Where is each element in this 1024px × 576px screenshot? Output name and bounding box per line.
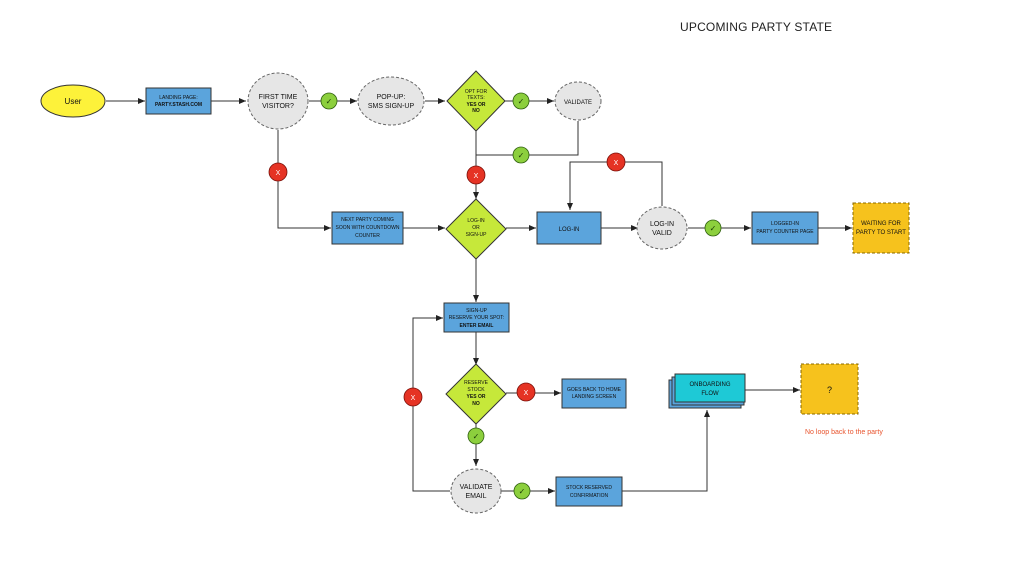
node-wait-line1: WAITING FOR: [861, 221, 901, 227]
yes-badge: ✓: [704, 219, 722, 237]
node-onboarding-flow: ONBOARDING FLOW: [668, 373, 746, 409]
node-next-party: NEXT PARTY COMING SOON WITH COUNTDOWN CO…: [331, 211, 404, 245]
node-ve-line1: VALIDATE: [460, 484, 493, 491]
node-los-line1: LOG-IN: [467, 218, 485, 224]
node-su-line2: RESERVE YOUR SPOT:: [449, 315, 504, 321]
node-signup: SIGN-UP RESERVE YOUR SPOT: ENTER EMAIL: [443, 302, 510, 333]
node-reserve-stock: RESERVE STOCK YES OR NO: [445, 363, 507, 425]
node-validate-email: VALIDATE EMAIL: [450, 468, 502, 514]
node-opt-for-texts: OPT FOR TEXTS: YES OR NO: [446, 70, 506, 132]
check-icon: ✓: [518, 97, 525, 106]
node-su-line1: SIGN-UP: [466, 308, 488, 314]
node-login: LOG-IN: [536, 211, 602, 245]
node-opt-line2: TEXTS:: [467, 95, 485, 101]
node-validate-label: VALIDATE: [564, 100, 592, 106]
node-opt-line3: YES OR: [467, 102, 486, 108]
yes-badge: ✓: [512, 92, 530, 110]
no-loop-note: No loop back to the party: [805, 429, 883, 436]
node-validate: VALIDATE: [554, 81, 602, 121]
node-stock-reserved: STOCK RESERVED CONFIRMATION: [555, 476, 623, 507]
node-opt-line1: OPT FOR: [465, 89, 488, 95]
node-login-valid: LOG-IN VALID: [636, 206, 688, 250]
node-waiting: WAITING FOR PARTY TO START: [852, 202, 910, 254]
node-login-label: LOG-IN: [559, 227, 580, 233]
edge-validate-back: [476, 121, 579, 156]
node-first-line2: VISITOR?: [262, 103, 294, 110]
check-icon: ✓: [518, 151, 525, 160]
node-question: ?: [800, 363, 859, 415]
node-rs-line2: STOCK: [467, 387, 485, 393]
node-landing-line1: LANDING PAGE:: [159, 95, 198, 101]
node-first-time-visitor: FIRST TIME VISITOR?: [247, 72, 309, 130]
node-popup-line2: SMS SIGN-UP: [368, 103, 415, 110]
node-lv-line2: VALID: [652, 230, 672, 237]
no-badge: X: [606, 152, 626, 172]
yes-badge: ✓: [320, 92, 338, 110]
edge-stock-onboarding: [622, 410, 710, 492]
x-icon: X: [474, 173, 479, 180]
node-lv-line1: LOG-IN: [650, 221, 674, 228]
diagram-title: UPCOMING PARTY STATE: [680, 20, 833, 34]
node-popup-line1: POP-UP:: [377, 94, 406, 101]
no-badge: X: [268, 162, 288, 182]
node-li-line2: PARTY COUNTER PAGE: [756, 229, 814, 235]
check-icon: ✓: [473, 432, 480, 441]
node-gb-line1: GOES BACK TO HOME: [567, 387, 622, 393]
check-icon: ✓: [326, 97, 333, 106]
node-first-line1: FIRST TIME: [259, 94, 298, 101]
node-gb-line2: LANDING SCREEN: [572, 394, 617, 400]
no-badge: X: [403, 387, 423, 407]
no-badge: X: [516, 382, 536, 402]
node-su-line3: ENTER EMAIL: [460, 323, 494, 329]
node-user: User: [40, 84, 106, 118]
yes-badge: ✓: [467, 427, 485, 445]
node-next-line3: COUNTER: [355, 233, 380, 239]
node-sr-line2: CONFIRMATION: [570, 493, 609, 499]
node-ob-line1: ONBOARDING: [689, 382, 730, 388]
node-rs-line3: YES OR: [467, 394, 486, 400]
no-badge: X: [466, 165, 486, 185]
node-logged-in: LOGGED-IN PARTY COUNTER PAGE: [751, 211, 819, 245]
check-icon: ✓: [710, 224, 717, 233]
yes-badge: ✓: [513, 482, 531, 500]
x-icon: X: [411, 395, 416, 402]
node-login-or-signup: LOG-IN OR SIGN-UP: [445, 198, 507, 260]
node-los-line2: OR: [472, 225, 480, 231]
node-wait-line2: PARTY TO START: [856, 230, 906, 236]
node-opt-line4: NO: [472, 108, 480, 114]
node-sr-line1: STOCK RESERVED: [566, 485, 612, 491]
node-next-line2: SOON WITH COUNTDOWN: [336, 225, 400, 231]
node-los-line3: SIGN-UP: [466, 232, 488, 238]
node-rs-line4: NO: [472, 401, 480, 407]
node-landing-line2: PARTY.STASH.COM: [155, 102, 202, 108]
edge-first-nextparty: [277, 130, 331, 231]
node-next-line1: NEXT PARTY COMING: [341, 217, 394, 223]
node-li-line1: LOGGED-IN: [771, 221, 799, 227]
x-icon: X: [524, 390, 529, 397]
node-ob-line2: FLOW: [701, 391, 719, 397]
node-user-label: User: [65, 97, 82, 106]
x-icon: X: [276, 170, 281, 177]
node-rs-line1: RESERVE: [464, 380, 488, 386]
check-icon: ✓: [519, 487, 526, 496]
yes-badge: ✓: [512, 146, 530, 164]
node-ve-line2: EMAIL: [465, 493, 486, 500]
node-popup-sms: POP-UP: SMS SIGN-UP: [357, 76, 425, 126]
x-icon: X: [614, 160, 619, 167]
node-goes-back: GOES BACK TO HOME LANDING SCREEN: [561, 378, 627, 409]
node-landing-page: LANDING PAGE: PARTY.STASH.COM: [145, 87, 212, 115]
node-question-label: ?: [827, 385, 832, 395]
